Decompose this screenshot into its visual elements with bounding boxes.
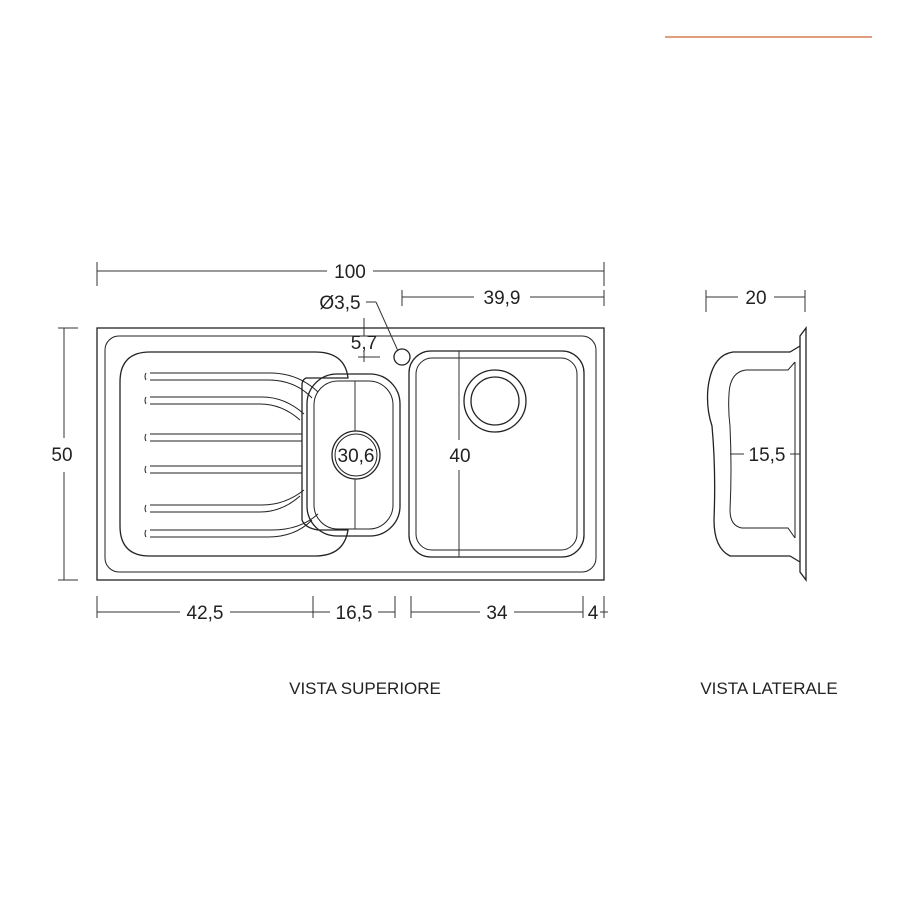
label-small-bowl-width: 16,5 bbox=[336, 603, 373, 624]
top-view: 100 39,9 Ø3,5 5,7 50 30,6 40 42,5 16,5 3… bbox=[51, 262, 608, 698]
dim-small-bowl-offset bbox=[401, 290, 605, 306]
tap-hole bbox=[393, 348, 411, 366]
dim-side-depth bbox=[705, 290, 806, 312]
small-bowl-drain-inner bbox=[334, 433, 378, 477]
main-bowl-drain bbox=[463, 369, 527, 433]
small-bowl-drain bbox=[331, 430, 381, 480]
label-main-bowl-width: 34 bbox=[486, 603, 508, 624]
label-side-bowl-depth: 15,5 bbox=[749, 445, 786, 466]
side-bowl-inner bbox=[728, 361, 796, 539]
sink-inner-rim bbox=[104, 335, 597, 573]
dim-bottom-chain bbox=[96, 596, 608, 618]
small-bowl-inner bbox=[313, 380, 394, 530]
label-right-margin: 4 bbox=[588, 603, 599, 624]
label-small-bowl-height: 30,6 bbox=[338, 446, 375, 467]
sink-outline bbox=[96, 327, 605, 581]
main-bowl-inner bbox=[415, 357, 578, 551]
label-overall-width: 100 bbox=[334, 262, 366, 283]
side-bowl-outer bbox=[706, 345, 801, 563]
label-small-bowl-offset: 39,9 bbox=[484, 288, 521, 309]
caption-side-view: VISTA LATERALE bbox=[700, 679, 837, 698]
label-side-depth: 20 bbox=[745, 288, 766, 309]
main-bowl-drain-inner bbox=[470, 376, 520, 426]
side-rim bbox=[799, 326, 807, 582]
label-tap-hole-diameter: Ø3,5 bbox=[319, 293, 360, 314]
label-tap-hole-offset: 5,7 bbox=[351, 333, 377, 354]
label-overall-depth: 50 bbox=[51, 445, 72, 466]
main-bowl-outer bbox=[408, 350, 585, 558]
small-bowl-outer bbox=[306, 373, 401, 537]
dim-tap-hole-leader bbox=[358, 301, 399, 362]
dim-overall-width bbox=[96, 262, 605, 286]
side-view: 20 15,5 VISTA LATERALE bbox=[700, 288, 837, 698]
caption-top-view: VISTA SUPERIORE bbox=[289, 679, 441, 698]
drainer-grooves bbox=[144, 372, 319, 538]
dim-overall-depth bbox=[58, 327, 78, 581]
label-drainer-width: 42,5 bbox=[187, 603, 224, 624]
label-main-bowl-height: 40 bbox=[449, 446, 470, 467]
